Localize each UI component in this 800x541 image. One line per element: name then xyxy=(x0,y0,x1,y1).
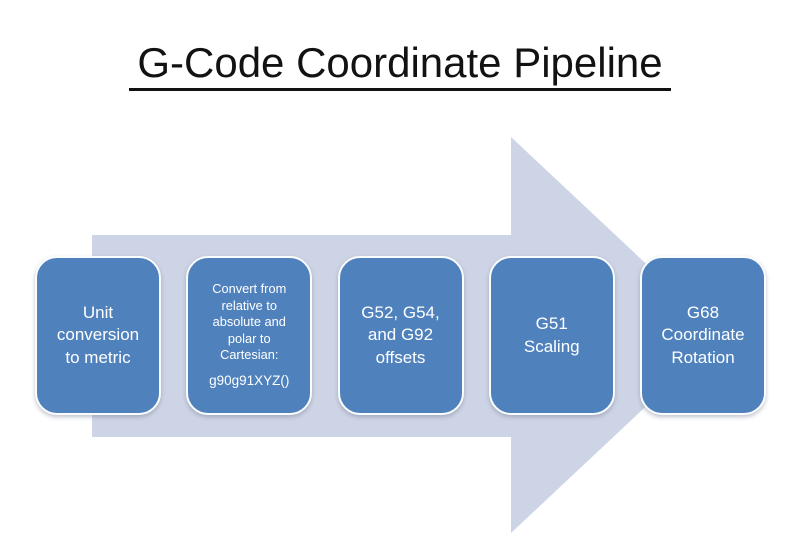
step-label: G52, G54, and G92 offsets xyxy=(361,302,440,367)
page-title: G-Code Coordinate Pipeline xyxy=(129,39,671,92)
pipeline-step-offsets: G52, G54, and G92 offsets xyxy=(337,256,464,415)
step-label: Convert from relative to absolute and po… xyxy=(212,281,287,362)
pipeline-steps-row: Unit conversion to metric Convert from r… xyxy=(35,256,766,415)
pipeline-step-scaling: G51 Scaling xyxy=(488,256,615,415)
pipeline-step-rotation: G68 Coordinate Rotation xyxy=(640,256,766,415)
pipeline-step-convert-coordinates: Convert from relative to absolute and po… xyxy=(186,256,313,415)
step-label: G51 Scaling xyxy=(523,314,580,356)
step-label: G68 Coordinate Rotation xyxy=(661,302,745,367)
pipeline-step-unit-conversion: Unit conversion to metric xyxy=(35,256,161,415)
step-label: Unit conversion to metric xyxy=(56,302,140,367)
step-code: g90g91XYZ() xyxy=(209,373,290,389)
title-area: G-Code Coordinate Pipeline xyxy=(0,39,800,92)
